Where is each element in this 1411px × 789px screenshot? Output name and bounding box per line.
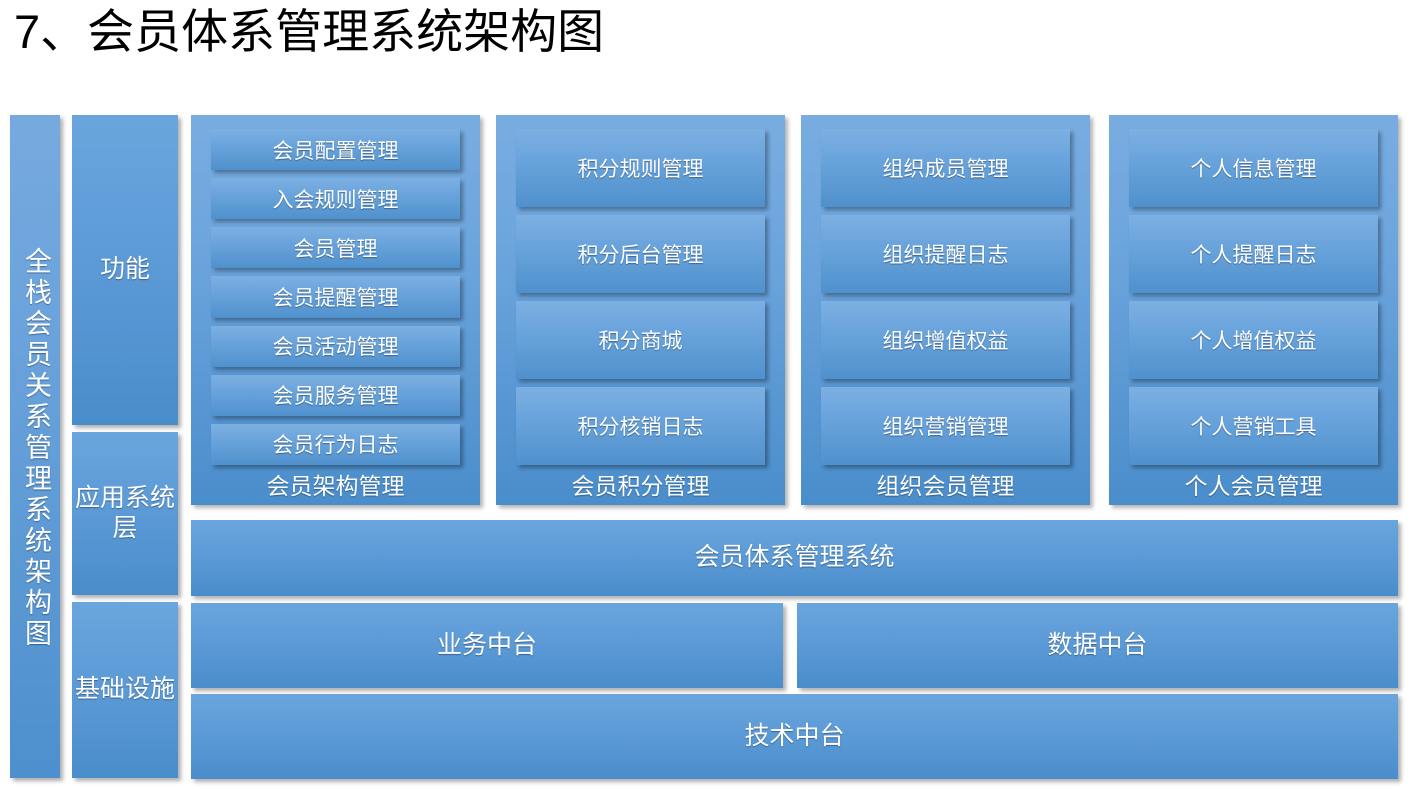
card-item[interactable]: 入会规则管理 bbox=[211, 178, 460, 220]
card-item[interactable]: 个人增值权益 bbox=[1129, 301, 1378, 379]
card-item[interactable]: 积分核销日志 bbox=[516, 387, 765, 465]
card-item[interactable]: 组织营销管理 bbox=[821, 387, 1070, 465]
group-title: 会员架构管理 bbox=[266, 473, 405, 499]
group-title: 组织会员管理 bbox=[876, 473, 1015, 499]
vertical-banner-label: 全栈会员关系管理系统架构图 bbox=[10, 115, 60, 778]
card-item[interactable]: 会员活动管理 bbox=[211, 325, 460, 367]
card-item[interactable]: 积分后台管理 bbox=[516, 215, 765, 293]
card-item[interactable]: 组织增值权益 bbox=[821, 301, 1070, 379]
group-title: 个人会员管理 bbox=[1184, 473, 1323, 499]
card-item[interactable]: 会员服务管理 bbox=[211, 374, 460, 416]
card-item[interactable]: 积分商城 bbox=[516, 301, 765, 379]
card-item[interactable]: 会员提醒管理 bbox=[211, 276, 460, 318]
group-panel-member-architecture: 会员配置管理 入会规则管理 会员管理 会员提醒管理 会员活动管理 会员服务管理 … bbox=[191, 115, 480, 505]
layer-label-application-system: 应用系统层 bbox=[72, 432, 178, 595]
group-panel-member-points: 积分规则管理 积分后台管理 积分商城 积分核销日志 会员积分管理 bbox=[496, 115, 785, 505]
layer-label-infrastructure: 基础设施 bbox=[72, 602, 178, 778]
group-title: 会员积分管理 bbox=[571, 473, 710, 499]
card-item[interactable]: 个人提醒日志 bbox=[1129, 215, 1378, 293]
group-panel-organization-member: 组织成员管理 组织提醒日志 组织增值权益 组织营销管理 组织会员管理 bbox=[801, 115, 1090, 505]
card-item[interactable]: 会员管理 bbox=[211, 227, 460, 269]
card-item[interactable]: 会员行为日志 bbox=[211, 423, 460, 465]
card-item[interactable]: 会员配置管理 bbox=[211, 129, 460, 171]
group-panel-personal-member: 个人信息管理 个人提醒日志 个人增值权益 个人营销工具 个人会员管理 bbox=[1109, 115, 1398, 505]
platform-row-data-middle-platform[interactable]: 数据中台 bbox=[797, 603, 1398, 688]
card-item[interactable]: 个人营销工具 bbox=[1129, 387, 1378, 465]
card-item[interactable]: 组织提醒日志 bbox=[821, 215, 1070, 293]
card-item[interactable]: 组织成员管理 bbox=[821, 129, 1070, 207]
page-title: 7、会员体系管理系统架构图 bbox=[14, 5, 605, 58]
card-item[interactable]: 积分规则管理 bbox=[516, 129, 765, 207]
card-item[interactable]: 个人信息管理 bbox=[1129, 129, 1378, 207]
layer-label-function: 功能 bbox=[72, 115, 178, 425]
system-row-membership-system[interactable]: 会员体系管理系统 bbox=[191, 520, 1398, 596]
platform-row-tech-middle-platform[interactable]: 技术中台 bbox=[191, 694, 1398, 779]
platform-row-business-middle-platform[interactable]: 业务中台 bbox=[191, 603, 783, 688]
